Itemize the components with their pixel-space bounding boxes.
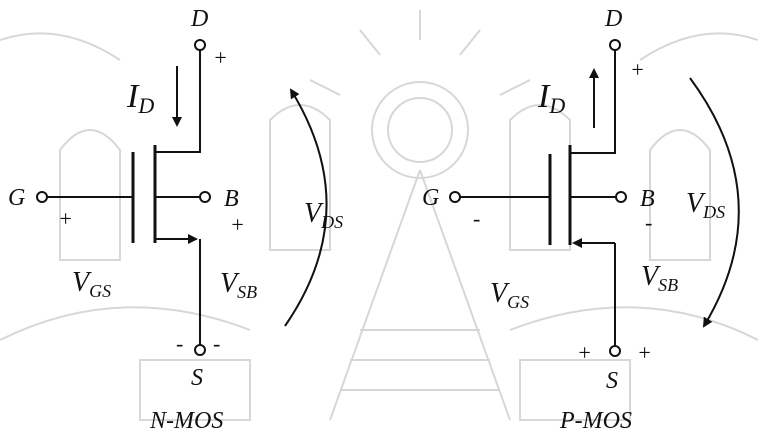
- nmos-transistor: D G B S + + + - - ID VDS VGS VSB N-MOS: [8, 6, 343, 434]
- nmos-terminal-d: D: [190, 6, 208, 32]
- pmos-sign-d: +: [630, 57, 645, 82]
- pmos-vgs-label: VGS: [490, 278, 529, 312]
- pmos-vsb-label: VSB: [641, 261, 678, 295]
- nmos-sign-b: +: [230, 212, 245, 237]
- nmos-vsb-label: VSB: [220, 268, 257, 302]
- watermark-seal: [0, 10, 758, 421]
- pmos-sign-s-left: +: [577, 340, 592, 365]
- nmos-current-label: ID: [126, 78, 154, 118]
- nmos-drain-wire: [155, 50, 201, 153]
- nmos-body-terminal: [199, 191, 211, 203]
- pmos-drain-terminal: [609, 39, 621, 51]
- pmos-vds-label: VDS: [686, 188, 725, 222]
- pmos-sign-b: -: [645, 210, 652, 235]
- pmos-vds-arrow: [689, 77, 740, 328]
- nmos-terminal-s: S: [191, 365, 203, 391]
- nmos-sign-g: +: [58, 206, 73, 231]
- pmos-terminal-d: D: [604, 6, 622, 32]
- nmos-vgs-label: VGS: [72, 267, 111, 301]
- pmos-drain-wire: [570, 50, 616, 154]
- nmos-drain-terminal: [194, 39, 206, 51]
- nmos-source-terminal: [194, 344, 206, 356]
- nmos-vds-label: VDS: [304, 198, 343, 232]
- pmos-terminal-g: G: [422, 185, 439, 211]
- pmos-terminal-b: B: [640, 186, 655, 212]
- nmos-sign-s-right: -: [213, 331, 220, 356]
- pmos-sign-s-right: +: [637, 340, 652, 365]
- nmos-sign-s-left: -: [176, 331, 183, 356]
- nmos-terminal-b: B: [224, 186, 239, 212]
- nmos-sign-d: +: [213, 45, 228, 70]
- pmos-source-terminal: [609, 345, 621, 357]
- nmos-terminal-g: G: [8, 185, 25, 211]
- pmos-transistor: D G B S + - - + + ID VDS VGS VSB P-MOS: [422, 6, 740, 434]
- pmos-current-label: ID: [537, 78, 565, 118]
- nmos-vds-arrow: [284, 88, 328, 327]
- pmos-caption: P-MOS: [559, 408, 632, 434]
- pmos-sign-g: -: [473, 206, 480, 231]
- pmos-body-terminal: [615, 191, 627, 203]
- pmos-terminal-s: S: [606, 368, 618, 394]
- nmos-caption: N-MOS: [149, 408, 223, 434]
- nmos-gate-terminal: [36, 191, 48, 203]
- pmos-gate-terminal: [449, 191, 461, 203]
